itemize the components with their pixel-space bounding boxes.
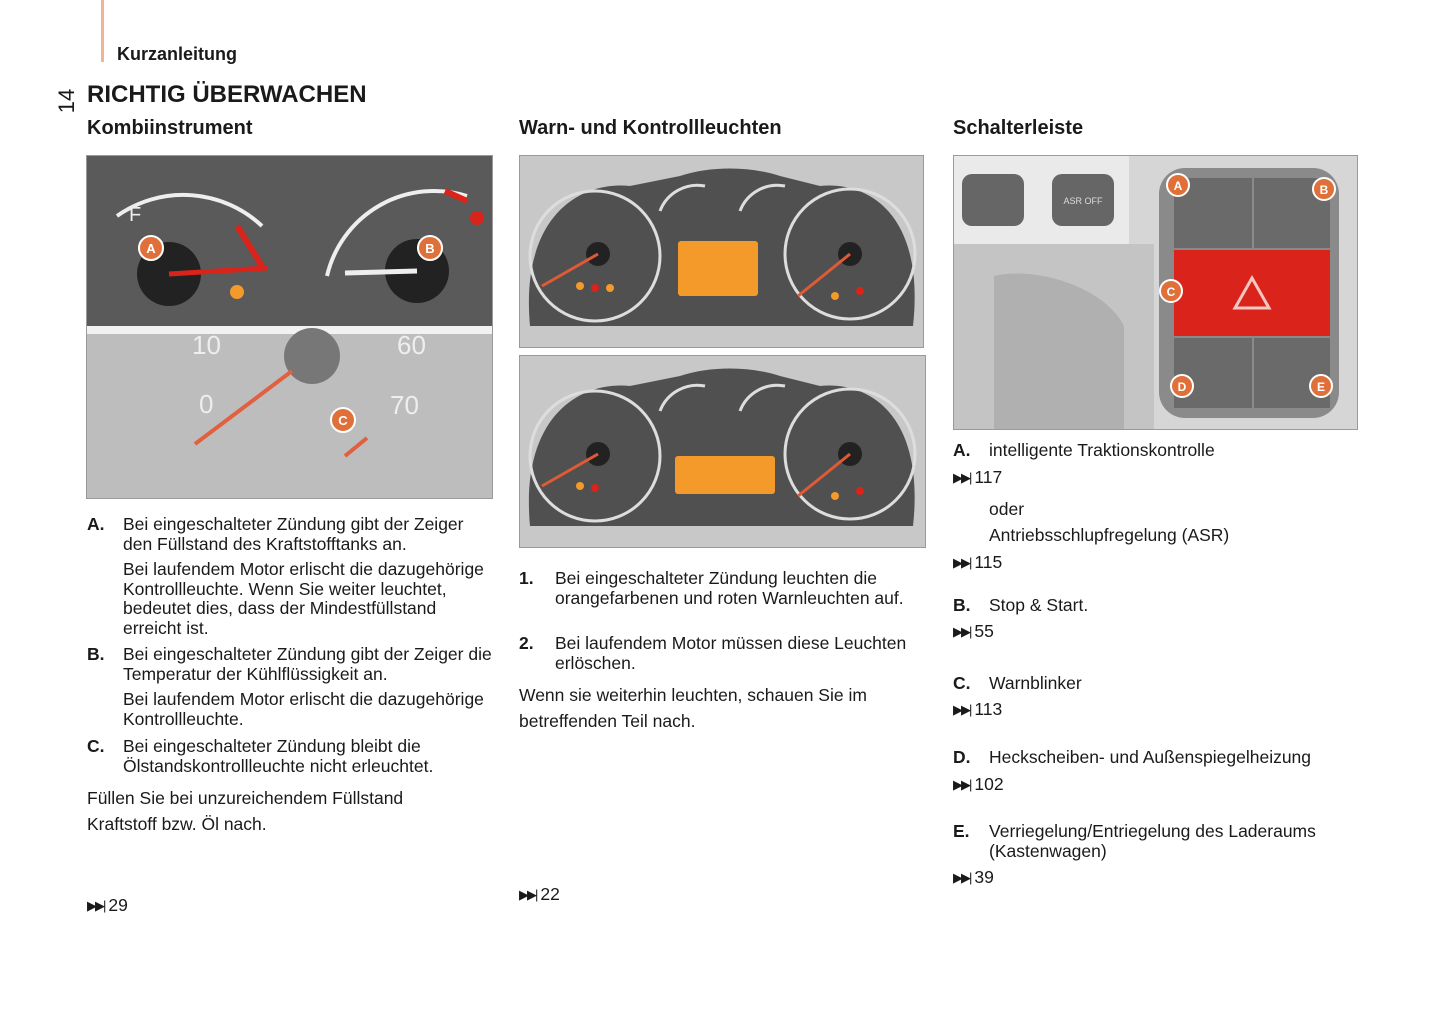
list-item-2: 2. Bei laufendem Motor müssen diese Leuc… — [519, 633, 907, 673]
section-label: Kurzanleitung — [117, 44, 237, 64]
page-title: RICHTIG ÜBERWACHEN — [87, 81, 367, 108]
legend-a-ref[interactable]: ▶▶|117 — [953, 467, 1003, 487]
svg-text:B: B — [425, 241, 434, 256]
svg-text:E: E — [1317, 380, 1325, 394]
switch-panel-illustration: ASR OFF A B C D E — [954, 156, 1339, 429]
legend-a-alt-prefix: oder — [989, 499, 1025, 519]
svg-text:C: C — [338, 413, 348, 428]
legend-a: A.intelligente Traktionskontrolle — [953, 440, 1215, 460]
col1-ref[interactable]: ▶▶|29 — [87, 895, 128, 915]
svg-text:70: 70 — [390, 390, 419, 420]
marker-d: D — [1170, 374, 1194, 398]
col2-note: Wenn sie weiterhin leuchten, schauen Sie… — [519, 685, 867, 731]
switch-panel-figure: ASR OFF A B C D E — [953, 155, 1358, 430]
col3-title: Schalterleiste — [953, 117, 1084, 139]
marker-e: E — [1309, 374, 1333, 398]
cluster-illustration-1 — [528, 168, 917, 326]
legend-b: B.Stop & Start. — [953, 595, 1089, 615]
marker-b: B — [1312, 177, 1336, 201]
col1-title: Kombiinstrument — [87, 117, 253, 139]
col2-title: Warn- und Kontrollleuchten — [519, 117, 782, 139]
page-number: 14 — [54, 88, 79, 114]
legend-e: E.Verriegelung/Entriegelung des Laderaum… — [953, 821, 1316, 861]
svg-text:0: 0 — [199, 389, 213, 419]
margin-bar — [101, 0, 104, 62]
legend-b-ref[interactable]: ▶▶|55 — [953, 621, 994, 641]
skip-forward-icon: ▶▶| — [953, 469, 972, 485]
legend-c-ref[interactable]: ▶▶|113 — [953, 699, 1003, 719]
svg-text:B: B — [1320, 183, 1329, 197]
skip-forward-icon: ▶▶| — [87, 897, 106, 913]
cluster-figure-2 — [519, 355, 926, 548]
skip-forward-icon: ▶▶| — [953, 623, 972, 639]
list-item-b: B. Bei eingeschalteter Zündung gibt der … — [87, 644, 492, 729]
instrument-illustration: F 10 0 60 70 A B C — [87, 156, 492, 498]
skip-forward-icon: ▶▶| — [519, 886, 538, 902]
svg-text:D: D — [1178, 380, 1187, 394]
fuel-f-label: F — [129, 204, 141, 226]
list-item-1: 1. Bei eingeschalteter Zündung leuchten … — [519, 568, 904, 608]
marker-a: A — [1166, 173, 1190, 197]
legend-a-alt: Antriebsschlupfregelung (ASR) — [989, 525, 1230, 545]
marker-a: A — [138, 235, 164, 261]
skip-forward-icon: ▶▶| — [953, 869, 972, 885]
svg-text:A: A — [146, 241, 156, 256]
skip-forward-icon: ▶▶| — [953, 701, 972, 717]
legend-e-ref[interactable]: ▶▶|39 — [953, 867, 994, 887]
marker-b: B — [417, 235, 443, 261]
legend-d-ref[interactable]: ▶▶|102 — [953, 774, 1004, 794]
instrument-figure: F 10 0 60 70 A B C — [86, 155, 493, 499]
legend-a-alt-ref[interactable]: ▶▶|115 — [953, 552, 1003, 572]
col1-note: Füllen Sie bei unzureichendem Füllstand … — [87, 788, 404, 834]
legend-d: D.Heckscheiben- und Außenspiegelheizung — [953, 747, 1312, 767]
marker-c: C — [1159, 279, 1183, 303]
svg-text:60: 60 — [397, 330, 426, 360]
skip-forward-icon: ▶▶| — [953, 554, 972, 570]
svg-text:C: C — [1167, 285, 1176, 299]
svg-text:ASR OFF: ASR OFF — [1063, 196, 1103, 206]
legend-c: C.Warnblinker — [953, 673, 1082, 693]
marker-c: C — [330, 407, 356, 433]
svg-text:10: 10 — [192, 330, 221, 360]
cluster-illustration-2 — [528, 368, 917, 526]
cluster-figure-1 — [519, 155, 924, 348]
col2-ref[interactable]: ▶▶|22 — [519, 884, 560, 904]
list-item-a: A. Bei eingeschalteter Zündung gibt der … — [87, 514, 484, 638]
skip-forward-icon: ▶▶| — [953, 776, 972, 792]
list-item-c: C. Bei eingeschalteter Zündung bleibt di… — [87, 736, 434, 776]
svg-text:A: A — [1174, 179, 1183, 193]
